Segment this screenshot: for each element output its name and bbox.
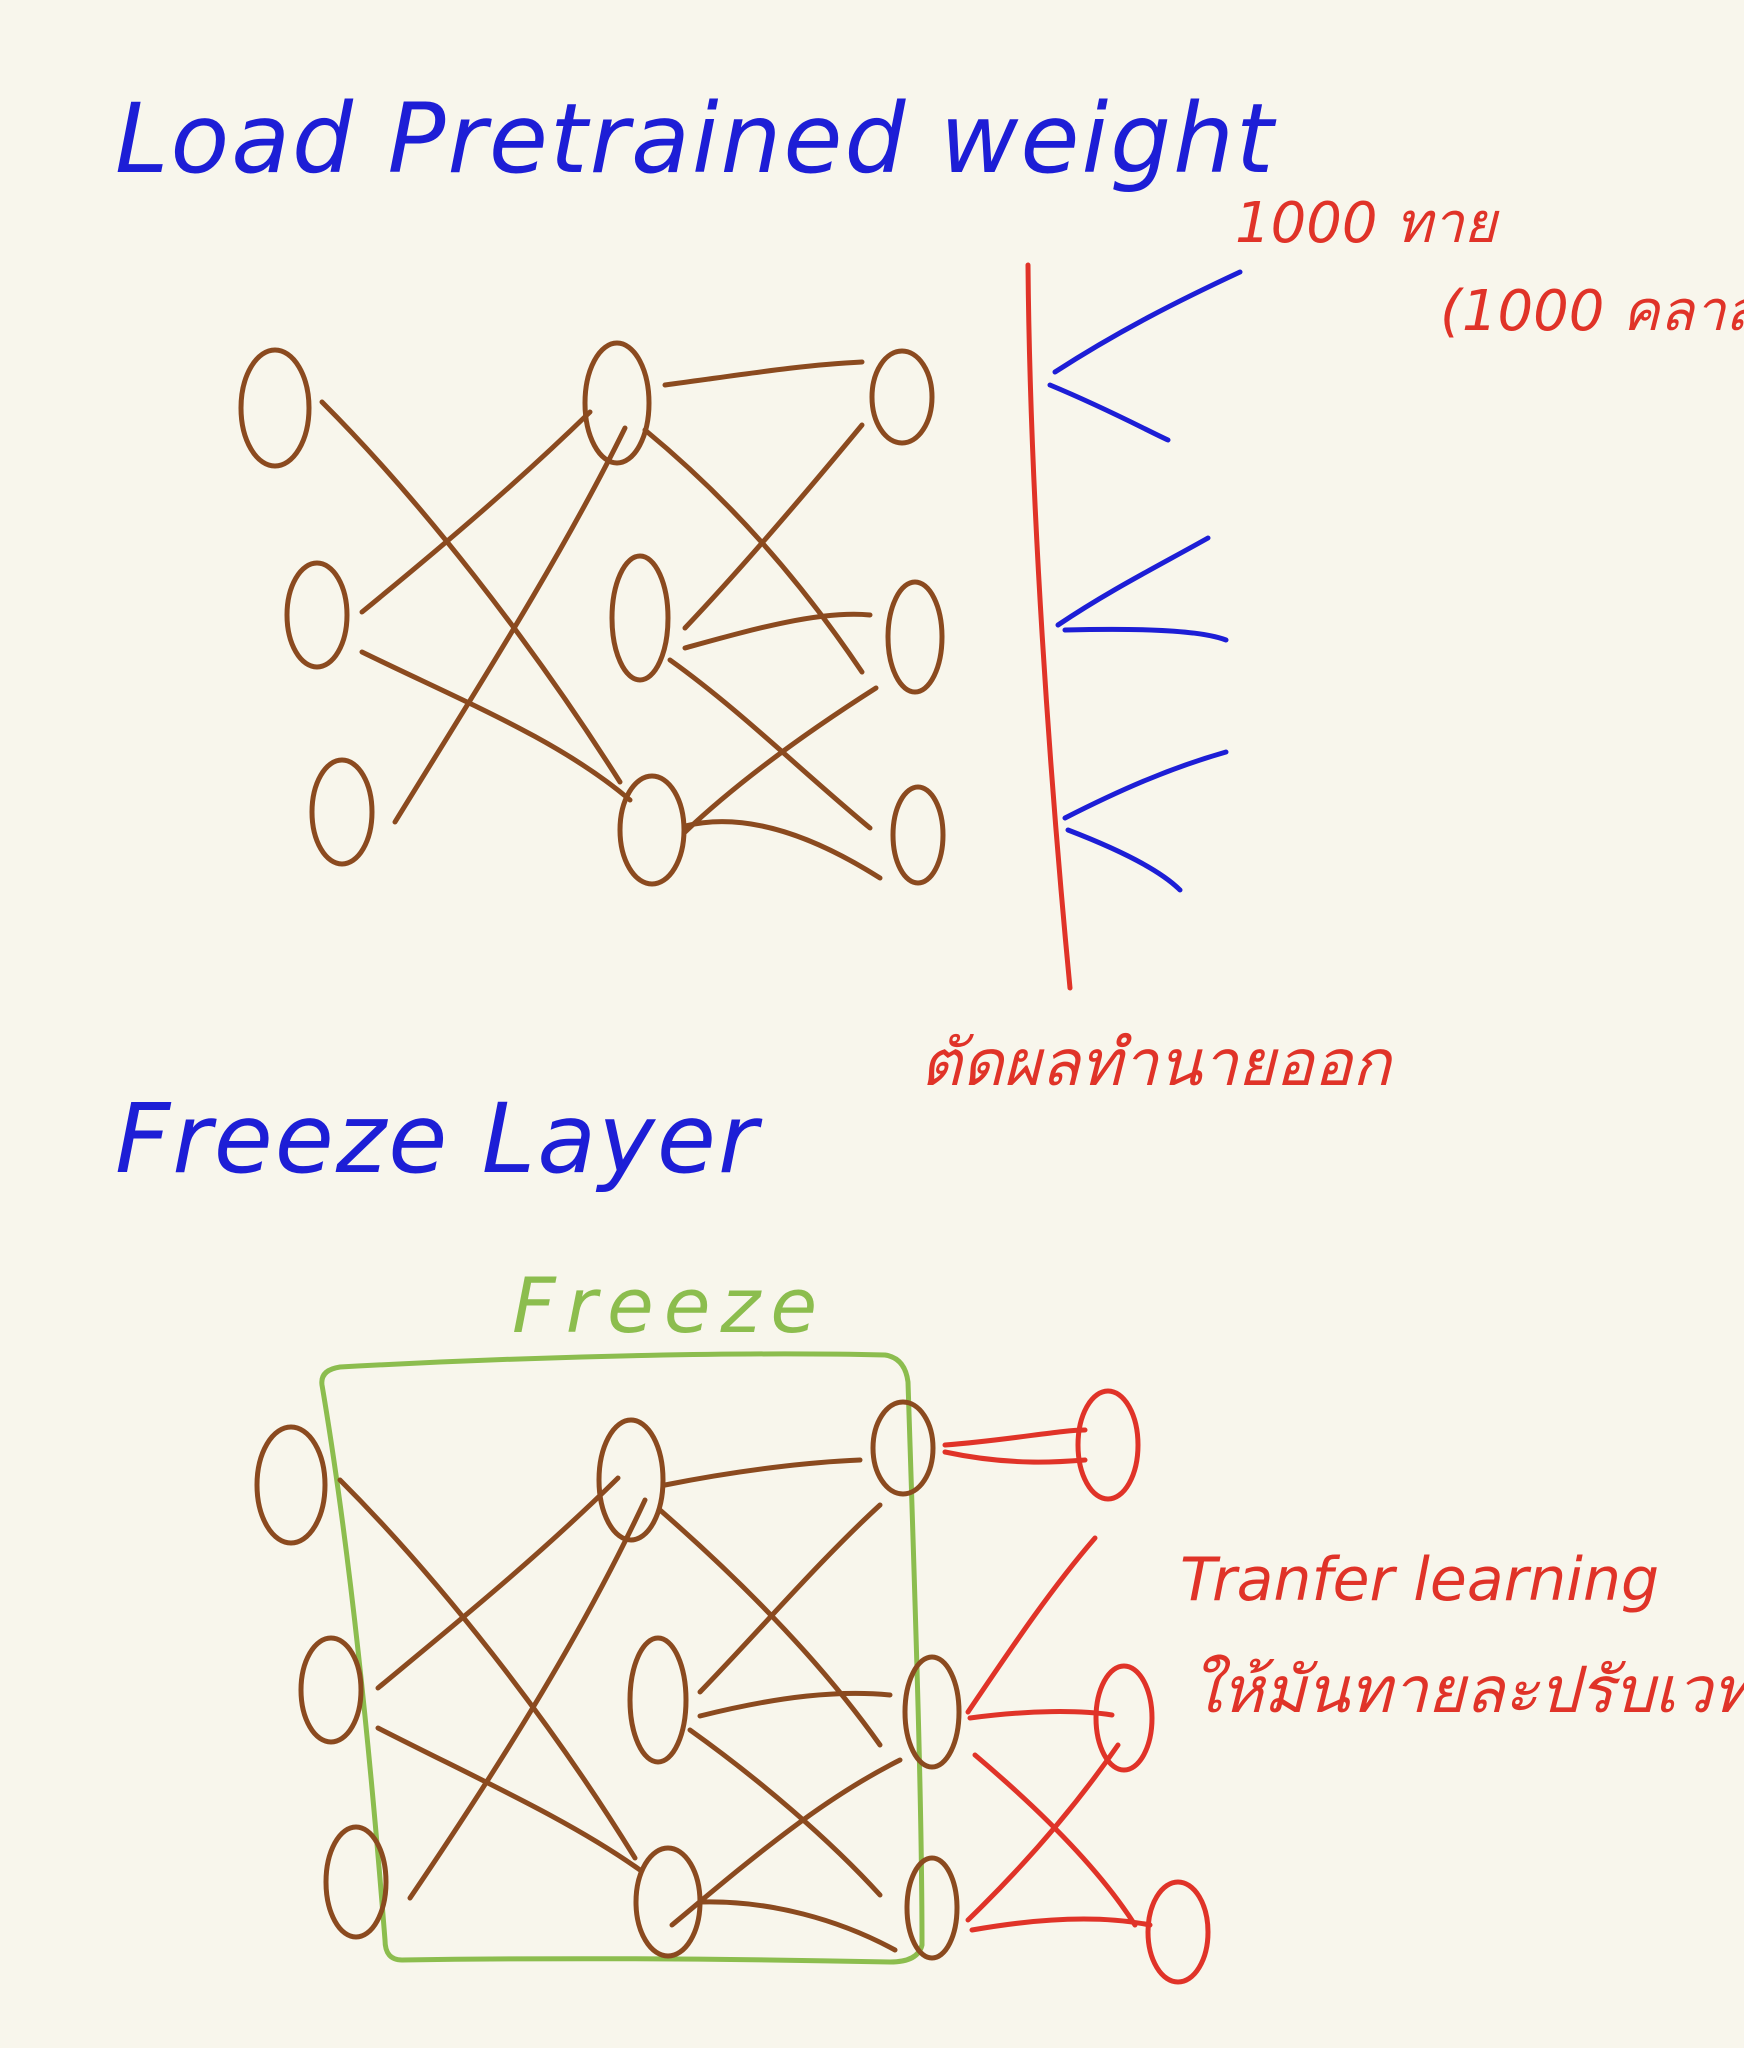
network-node: [617, 773, 687, 887]
edge: [687, 1727, 883, 1898]
output-note-line2: (1000 คลาส): [1440, 279, 1744, 344]
network-node: [890, 784, 946, 886]
network-node: [1093, 1663, 1155, 1773]
edge: [972, 1752, 1138, 1928]
network-node: [284, 560, 350, 670]
output-arrows: [1047, 269, 1243, 893]
network-node: [582, 340, 652, 466]
edge: [967, 1709, 1115, 1721]
cut-line: [1025, 262, 1073, 991]
edge: [682, 685, 879, 835]
edge: [697, 1690, 893, 1719]
edge: [657, 1507, 883, 1748]
network-node: [902, 1654, 962, 1770]
edge: [682, 819, 883, 881]
edge: [662, 359, 865, 388]
section2-title: Freeze Layer: [115, 1083, 763, 1195]
arrow-icon: [1047, 382, 1171, 443]
network-node: [633, 1845, 703, 1959]
arrow-icon: [1062, 626, 1229, 643]
edge: [392, 425, 628, 825]
edge: [375, 1475, 621, 1691]
arrow-icon: [1062, 749, 1229, 821]
edge: [667, 657, 873, 831]
edge: [965, 1742, 1121, 1923]
network-node: [323, 1824, 389, 1940]
frozen-network: [254, 1399, 962, 1961]
section1-title: Load Pretrained weight: [115, 83, 1277, 195]
cut-note: ตัดผลทำนายออก: [920, 1027, 1394, 1101]
edge: [942, 1427, 1088, 1448]
network-node: [627, 1635, 689, 1765]
edge: [942, 1449, 1088, 1465]
edge: [682, 422, 865, 631]
arrow-icon: [1055, 535, 1211, 628]
network-node: [596, 1417, 666, 1543]
edge: [697, 1899, 898, 1953]
edge: [359, 649, 633, 803]
edge: [965, 1535, 1098, 1715]
output-note-line1: 1000 ทาย: [1235, 191, 1500, 256]
network-node: [1075, 1388, 1141, 1502]
edge: [407, 1497, 648, 1901]
transfer-note-line2: ให้มันทายละปรับเวท: [1190, 1654, 1744, 1728]
network-node: [309, 757, 375, 867]
edge: [697, 1502, 883, 1695]
network-node: [298, 1635, 364, 1745]
edge: [319, 399, 623, 785]
network-node: [870, 1399, 936, 1497]
edge: [375, 1725, 643, 1873]
network-node: [254, 1424, 328, 1546]
edge: [682, 611, 873, 651]
arrow-icon: [1052, 269, 1243, 375]
network-node: [609, 553, 671, 683]
network-node: [869, 348, 935, 446]
arrow-icon: [1065, 827, 1183, 893]
pretrained-network: [238, 340, 946, 887]
transfer-note-line1: Tranfer learning: [1180, 1545, 1659, 1615]
edge: [337, 1477, 638, 1861]
edge: [969, 1916, 1153, 1933]
network-node: [1145, 1879, 1211, 1985]
network-node: [885, 579, 945, 695]
edge: [662, 1457, 863, 1488]
freeze-label: Freeze: [512, 1261, 827, 1350]
edge: [359, 409, 593, 615]
network-node: [904, 1855, 960, 1961]
new-head-network: [942, 1388, 1211, 1985]
network-node: [238, 347, 312, 469]
